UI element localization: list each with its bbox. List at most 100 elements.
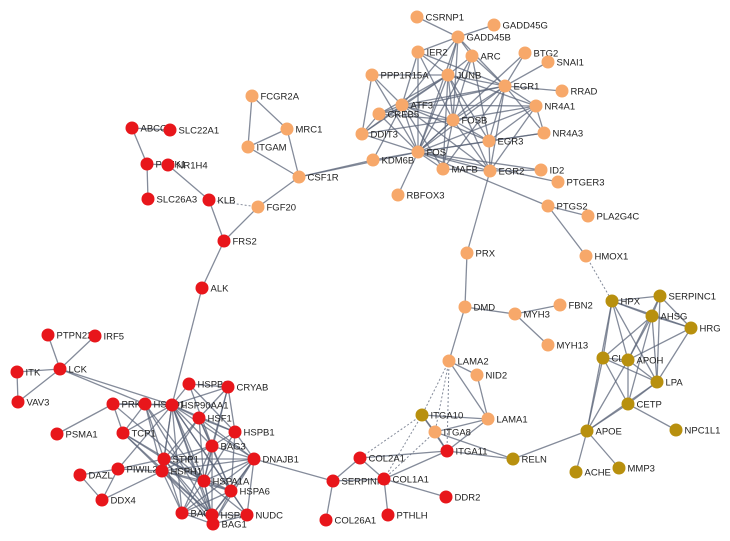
node-stip1[interactable]: STIP1 <box>157 452 199 466</box>
node-circle-col26a1[interactable] <box>319 513 333 527</box>
node-lpa[interactable]: LPA <box>650 375 684 389</box>
node-npc1l1[interactable]: NPC1L1 <box>669 423 721 437</box>
node-circle-vav3[interactable] <box>11 395 25 409</box>
node-circle-bag3[interactable] <box>205 439 219 453</box>
node-itk[interactable]: ITK <box>10 365 41 379</box>
node-circle-prx[interactable] <box>460 246 474 260</box>
node-circle-lama2[interactable] <box>442 354 456 368</box>
node-circle-reln[interactable] <box>506 452 520 466</box>
node-circle-serpinc1[interactable] <box>653 289 667 303</box>
node-arc[interactable]: ARC <box>465 49 501 63</box>
node-circle-slc26a3[interactable] <box>141 192 155 206</box>
node-circle-serpinh1[interactable] <box>326 474 340 488</box>
node-bag2[interactable]: BAG2 <box>175 506 216 520</box>
node-circle-egr2[interactable] <box>483 164 497 178</box>
node-circle-ahsg[interactable] <box>645 309 659 323</box>
node-prkn[interactable]: PRKN <box>106 397 149 411</box>
node-circle-hspd1[interactable] <box>138 397 152 411</box>
node-circle-egr1[interactable] <box>498 79 512 93</box>
node-circle-pdzk1[interactable] <box>140 157 154 171</box>
node-circle-csf1r[interactable] <box>292 170 306 184</box>
node-abcc2[interactable]: ABCC2 <box>125 121 173 135</box>
node-circle-dnajb1[interactable] <box>247 452 261 466</box>
node-circle-hspb8[interactable] <box>182 377 196 391</box>
node-mrc1[interactable]: MRC1 <box>280 122 323 136</box>
node-circle-klb[interactable] <box>202 193 216 207</box>
node-myh13[interactable]: MYH13 <box>541 338 589 352</box>
node-irf5[interactable]: IRF5 <box>88 329 125 343</box>
node-circle-lama1[interactable] <box>481 412 495 426</box>
node-mmp3[interactable]: MMP3 <box>612 461 655 475</box>
node-circle-fgf20[interactable] <box>251 200 265 214</box>
node-hsp90aa1[interactable]: HSP90AA1 <box>165 398 229 412</box>
node-atf3[interactable]: ATF3 <box>395 98 434 112</box>
node-circle-ier2[interactable] <box>411 45 425 59</box>
node-egr1[interactable]: EGR1 <box>498 79 540 93</box>
node-circle-psma1[interactable] <box>50 427 64 441</box>
node-hspb1[interactable]: HSPB1 <box>228 425 275 439</box>
node-circle-mrc1[interactable] <box>280 122 294 136</box>
node-ptpn22[interactable]: PTPN22 <box>41 328 93 342</box>
node-csrnp1[interactable]: CSRNP1 <box>410 10 465 24</box>
node-reln[interactable]: RELN <box>506 452 547 466</box>
node-circle-alk[interactable] <box>195 281 209 295</box>
node-circle-apoh[interactable] <box>621 353 635 367</box>
node-circle-frs2[interactable] <box>217 234 231 248</box>
node-egr3[interactable]: EGR3 <box>482 134 524 148</box>
node-mafb[interactable]: MAFB <box>436 162 478 176</box>
node-hpx[interactable]: HPX <box>605 294 641 308</box>
node-nudc[interactable]: NUDC <box>240 508 284 522</box>
node-cryab[interactable]: CRYAB <box>221 380 269 394</box>
node-piwil2[interactable]: PIWIL2 <box>111 462 158 476</box>
node-circle-itga10[interactable] <box>415 408 429 422</box>
node-lama1[interactable]: LAMA1 <box>481 412 528 426</box>
node-circle-myh3[interactable] <box>508 307 522 321</box>
node-slc22a1[interactable]: SLC22A1 <box>163 123 220 137</box>
node-circle-apoe[interactable] <box>580 424 594 438</box>
node-circle-hpx[interactable] <box>605 294 619 308</box>
node-circle-kdm6b[interactable] <box>366 153 380 167</box>
node-cetp[interactable]: CETP <box>621 397 662 411</box>
node-circle-nr4a1[interactable] <box>529 99 543 113</box>
node-hmox1[interactable]: HMOX1 <box>579 249 629 263</box>
node-circle-ddx4[interactable] <box>95 493 109 507</box>
node-circle-prkn[interactable] <box>106 397 120 411</box>
node-creb5[interactable]: CREB5 <box>372 107 420 121</box>
node-circle-piwil2[interactable] <box>111 462 125 476</box>
node-hspb8[interactable]: HSPB8 <box>182 377 229 391</box>
node-circle-hspa6[interactable] <box>224 484 238 498</box>
node-circle-hspa1a[interactable] <box>197 474 211 488</box>
node-circle-hspb1[interactable] <box>228 425 242 439</box>
node-hsph1[interactable]: HSPH1 <box>155 464 203 478</box>
node-circle-ache[interactable] <box>569 465 583 479</box>
node-kdm6b[interactable]: KDM6B <box>366 153 415 167</box>
node-slc26a3[interactable]: SLC26A3 <box>141 192 198 206</box>
node-apoe[interactable]: APOE <box>580 424 622 438</box>
node-lck[interactable]: LCK <box>53 362 88 376</box>
node-rbfox3[interactable]: RBFOX3 <box>391 188 445 202</box>
node-circle-ptpn22[interactable] <box>41 328 55 342</box>
node-col2a1[interactable]: COL2A1 <box>353 451 405 465</box>
node-ddit3[interactable]: DDIT3 <box>355 127 398 141</box>
node-circle-ptger3[interactable] <box>551 175 565 189</box>
node-egr2[interactable]: EGR2 <box>483 164 525 178</box>
node-hrg[interactable]: HRG <box>684 321 721 335</box>
node-klb[interactable]: KLB <box>202 193 236 207</box>
node-pla2g4c[interactable]: PLA2G4C <box>581 209 640 223</box>
node-hspa1a[interactable]: HSPA1A <box>197 474 250 488</box>
node-fgf20[interactable]: FGF20 <box>251 200 297 214</box>
node-ptgs2[interactable]: PTGS2 <box>541 199 588 213</box>
node-circle-abcc2[interactable] <box>125 121 139 135</box>
node-gadd45g[interactable]: GADD45G <box>487 18 548 32</box>
node-circle-fosb[interactable] <box>446 113 460 127</box>
node-apoh[interactable]: APOH <box>621 353 664 367</box>
node-circle-itk[interactable] <box>10 365 24 379</box>
node-dmd[interactable]: DMD <box>458 300 496 314</box>
node-circle-hsph1[interactable] <box>155 464 169 478</box>
node-circle-mmp3[interactable] <box>612 461 626 475</box>
node-circle-lpa[interactable] <box>650 375 664 389</box>
node-circle-cryab[interactable] <box>221 380 235 394</box>
node-circle-hmox1[interactable] <box>579 249 593 263</box>
node-dnajb1[interactable]: DNAJB1 <box>247 452 299 466</box>
node-alk[interactable]: ALK <box>195 281 230 295</box>
